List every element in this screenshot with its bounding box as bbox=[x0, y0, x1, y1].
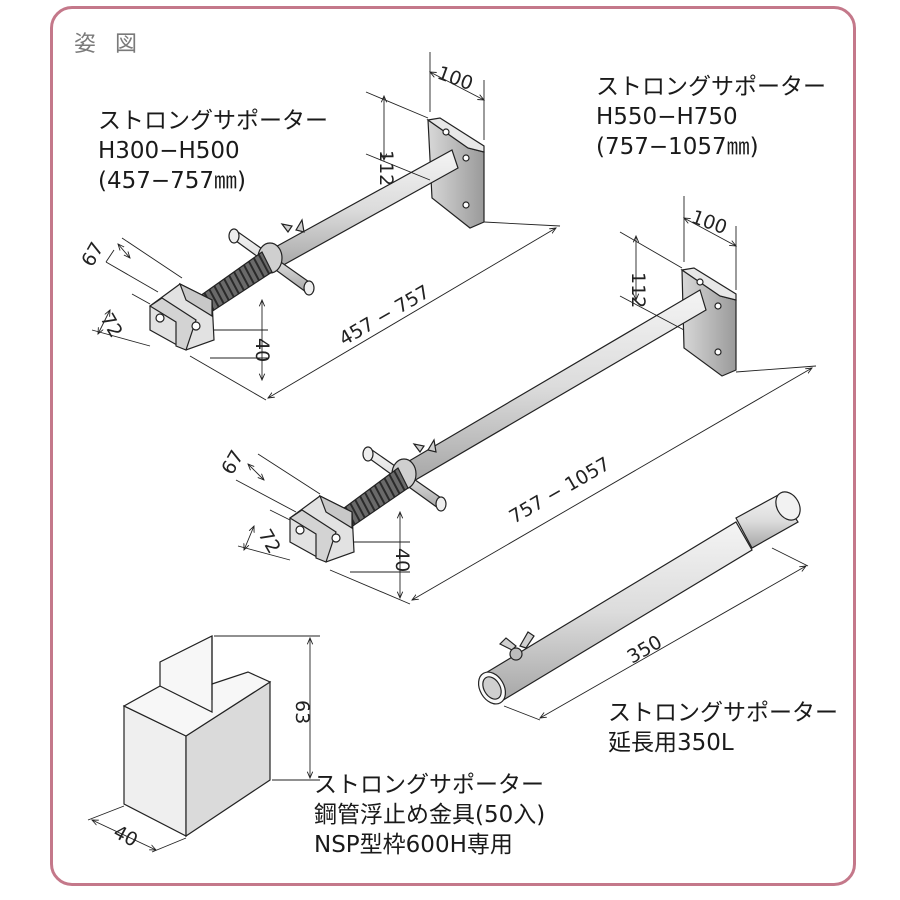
bracket-spec: NSP型枠600H専用 bbox=[314, 832, 513, 858]
section-title: 姿 図 bbox=[74, 32, 143, 57]
short-dim-base-c: 40 bbox=[251, 338, 273, 362]
short-dim-plate-height: 112 bbox=[375, 150, 397, 186]
short-dimension-lines bbox=[91, 52, 561, 401]
short-dim-base-b: 72 bbox=[96, 310, 127, 342]
bracket-dim-height: 63 bbox=[291, 700, 313, 724]
bracket-drawing bbox=[122, 635, 272, 838]
short-length: (457−757㎜) bbox=[98, 168, 247, 194]
short-name: ストロングサポーター bbox=[98, 108, 328, 134]
label-bracket: ストロングサポーター 鋼管浮止め金具(50入) NSP型枠600H専用 bbox=[314, 770, 545, 860]
extension-dim-length: 350 bbox=[624, 631, 666, 668]
bracket-name: ストロングサポーター bbox=[314, 772, 544, 798]
short-supporter-drawing bbox=[148, 117, 485, 351]
long-dim-base-a: 67 bbox=[217, 447, 248, 479]
label-short-supporter: ストロングサポーター H300−H500 (457−757㎜) bbox=[98, 106, 328, 196]
short-range: H300−H500 bbox=[98, 138, 240, 164]
short-rod bbox=[269, 149, 459, 269]
extension-wing-nut bbox=[498, 631, 535, 651]
long-dimension-lines bbox=[235, 196, 817, 605]
long-dim-plate-height: 112 bbox=[627, 272, 649, 308]
long-dim-plate-width: 100 bbox=[688, 206, 730, 239]
extension-pipe-body bbox=[483, 521, 753, 703]
short-dimension-text: 100 112 67 72 40 457 − 757 bbox=[77, 62, 476, 362]
bracket-desc: 鋼管浮止め金具(50入) bbox=[314, 802, 546, 828]
long-name: ストロングサポーター bbox=[596, 74, 826, 100]
short-dim-plate-width: 100 bbox=[434, 62, 476, 95]
long-range: H550−H750 bbox=[596, 104, 738, 130]
label-long-supporter: ストロングサポーター H550−H750 (757−1057㎜) bbox=[596, 72, 826, 162]
bracket-dimension bbox=[87, 635, 320, 853]
long-length: (757−1057㎜) bbox=[596, 134, 759, 160]
long-rod bbox=[403, 289, 707, 483]
long-dim-span: 757 − 1057 bbox=[506, 453, 615, 528]
extension-desc: 延長用350L bbox=[608, 730, 734, 756]
bracket-dim-width: 40 bbox=[110, 821, 142, 852]
short-dim-base-a: 67 bbox=[77, 239, 108, 271]
long-dim-base-b: 72 bbox=[254, 526, 285, 558]
short-dim-span: 457 − 757 bbox=[336, 281, 434, 350]
extension-dimension bbox=[503, 547, 809, 721]
long-dim-base-c: 40 bbox=[391, 548, 413, 572]
